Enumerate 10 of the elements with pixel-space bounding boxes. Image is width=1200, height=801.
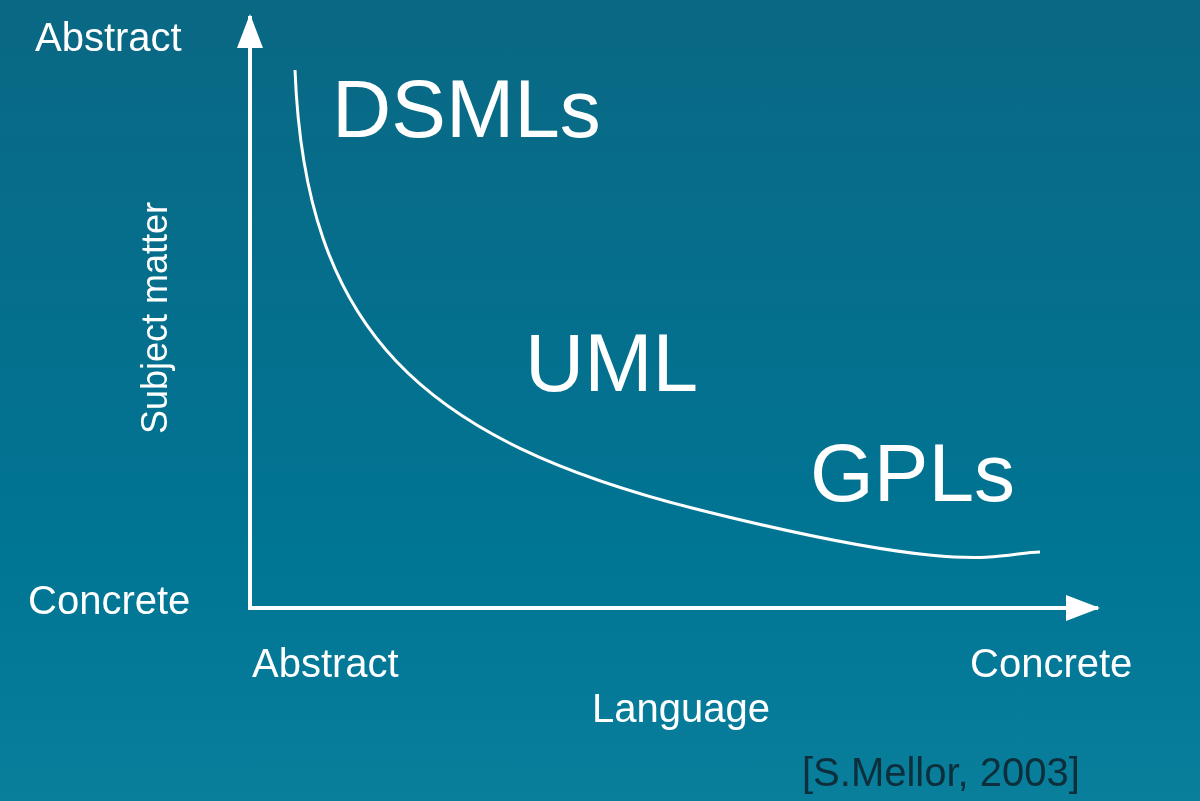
region-label: DSMLs bbox=[332, 68, 601, 150]
region-label: GPLs bbox=[810, 432, 1016, 514]
axis-label: Concrete bbox=[28, 580, 191, 620]
axis-title: Language bbox=[592, 688, 770, 728]
axis-title: Subject matter bbox=[137, 201, 174, 435]
region-label: UML bbox=[525, 322, 699, 404]
axis-label: Abstract bbox=[35, 17, 182, 57]
axis-label: Abstract bbox=[252, 643, 399, 683]
axis-label: Concrete bbox=[970, 643, 1133, 683]
citation-text: [S.Mellor, 2003] bbox=[802, 752, 1080, 792]
